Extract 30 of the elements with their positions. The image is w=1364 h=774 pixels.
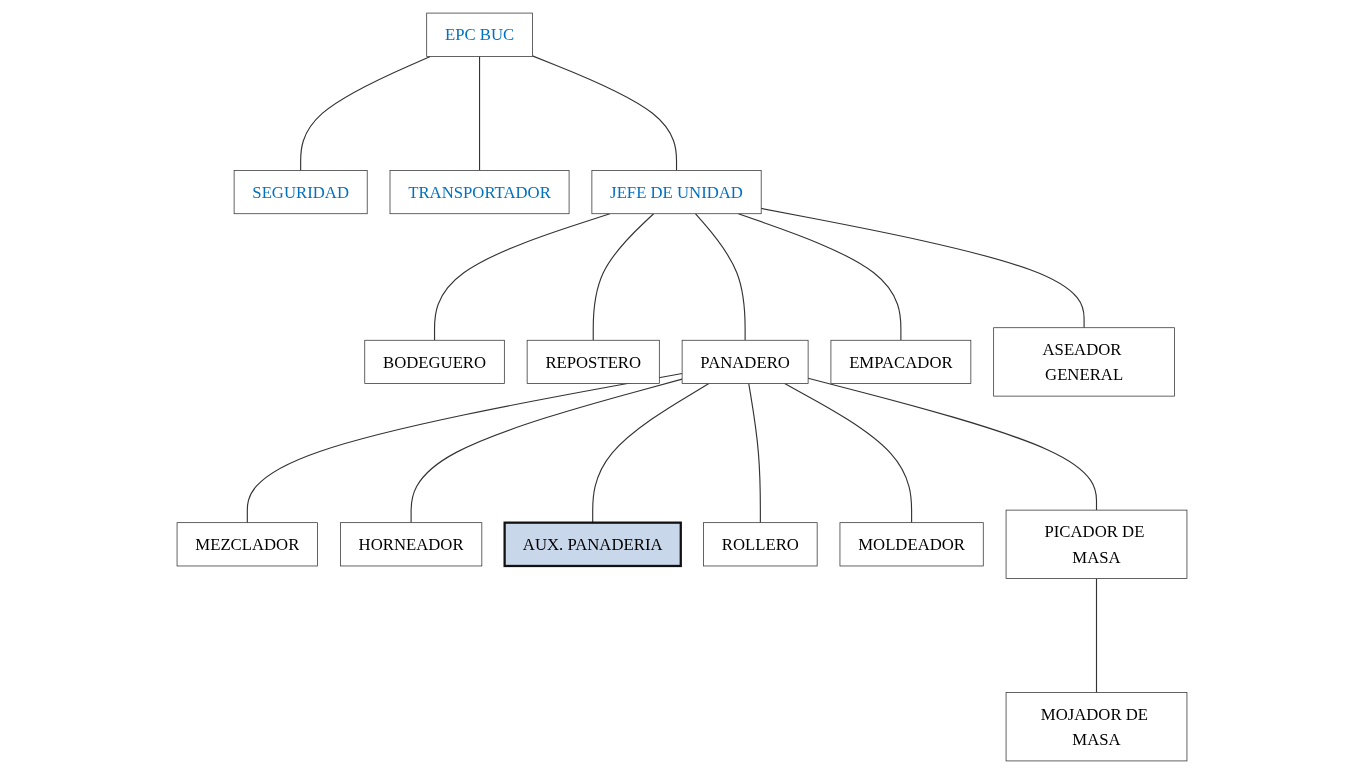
- node-box: EPC BUC: [426, 12, 533, 57]
- node-box: MOJADOR DE MASA: [1005, 692, 1188, 762]
- node-box: JEFE DE UNIDAD: [591, 170, 762, 215]
- node-box: REPOSTERO: [526, 339, 660, 384]
- connector: [531, 55, 678, 171]
- node-box: PANADERO: [681, 339, 809, 384]
- connector: [1095, 577, 1098, 694]
- connector: [784, 383, 913, 524]
- node-box: EMPACADOR: [830, 339, 972, 384]
- connector: [694, 213, 746, 341]
- connector: [748, 383, 761, 524]
- connector: [737, 213, 902, 341]
- connector: [592, 213, 655, 341]
- node-box: HORNEADOR: [340, 522, 483, 567]
- node-box: MEZCLADOR: [176, 522, 318, 567]
- connector: [760, 207, 1085, 329]
- node-box: MOLDEADOR: [839, 522, 984, 567]
- node-box: SEGURIDAD: [233, 170, 368, 215]
- node-box: PICADOR DE MASA: [1005, 509, 1188, 579]
- connector: [246, 372, 683, 524]
- node-box: AUX. PANADERIA: [503, 521, 682, 568]
- connector: [807, 377, 1098, 511]
- node-box: ASEADOR GENERAL: [993, 327, 1175, 397]
- connector: [300, 55, 431, 171]
- node-box: TRANSPORTADOR: [389, 170, 570, 215]
- connector: [410, 378, 683, 524]
- node-box: BODEGUERO: [364, 339, 505, 384]
- connector: [434, 213, 611, 341]
- node-box: ROLLERO: [703, 522, 818, 567]
- connector: [478, 55, 481, 171]
